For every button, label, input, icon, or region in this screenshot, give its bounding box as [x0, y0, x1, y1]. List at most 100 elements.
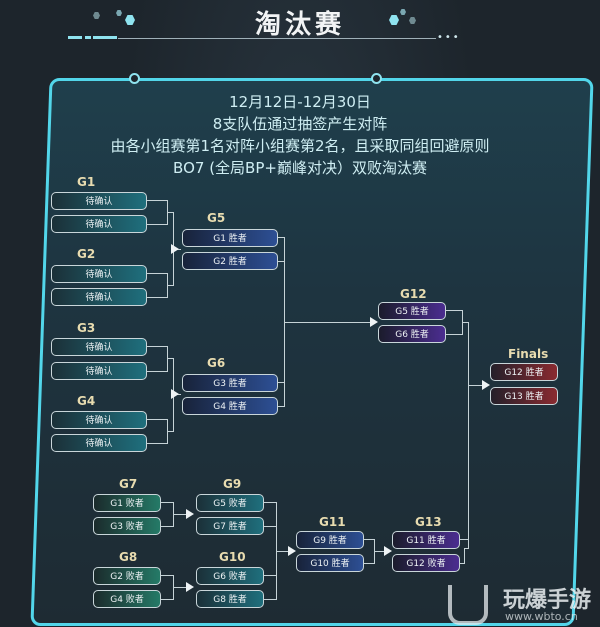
hex-decoration-icon — [125, 15, 135, 25]
arrow-right-icon — [171, 389, 179, 399]
connector-line — [264, 575, 276, 576]
arrow-right-icon — [171, 244, 179, 254]
match-slot-finals-a[interactable]: G12 胜者 — [490, 363, 558, 381]
connector-line — [167, 346, 168, 372]
connector-line — [264, 502, 276, 503]
connector-line — [147, 346, 167, 347]
connector-line — [278, 406, 284, 407]
connector-line — [161, 575, 173, 576]
connector-line — [278, 261, 284, 262]
title-dash-decoration — [85, 36, 91, 39]
arrow-right-icon — [482, 380, 490, 390]
match-label-g2: G2 — [77, 247, 96, 261]
match-label-finals: Finals — [508, 347, 549, 361]
connector-line — [147, 419, 167, 420]
connector-line — [147, 200, 167, 201]
watermark-logo-icon — [448, 585, 488, 625]
connector-line — [278, 382, 284, 383]
match-slot-g9-a[interactable]: G5 败者 — [196, 494, 264, 512]
connector-line — [464, 548, 465, 564]
match-slot-g13-a[interactable]: G11 胜者 — [392, 531, 460, 549]
info-date: 12月12日-12月30日 — [229, 93, 371, 111]
match-slot-g13-b[interactable]: G12 败者 — [392, 554, 460, 572]
match-label-g12: G12 — [400, 287, 427, 301]
match-slot-g8-b[interactable]: G4 败者 — [93, 590, 161, 608]
match-slot-g10-a[interactable]: G6 败者 — [196, 567, 264, 585]
match-slot-g12-b[interactable]: G6 胜者 — [378, 325, 446, 343]
connector-line — [167, 358, 173, 359]
panel-ring-decoration — [371, 73, 382, 84]
match-slot-g1-a[interactable]: 待确认 — [51, 192, 147, 210]
connector-line — [446, 310, 462, 311]
match-slot-g11-b[interactable]: G10 胜者 — [296, 554, 364, 572]
match-slot-g2-b[interactable]: 待确认 — [51, 288, 147, 306]
match-label-g7: G7 — [119, 477, 138, 491]
hex-decoration-icon — [409, 17, 416, 24]
match-label-g9: G9 — [223, 477, 242, 491]
connector-line — [147, 224, 167, 225]
connector-line — [173, 514, 188, 515]
connector-line — [147, 371, 167, 372]
match-label-g13: G13 — [415, 515, 442, 529]
match-slot-g10-b[interactable]: G8 胜者 — [196, 590, 264, 608]
match-slot-g5-b[interactable]: G2 胜者 — [182, 252, 278, 270]
connector-line — [173, 587, 188, 588]
connector-line — [167, 431, 173, 432]
info-format: BO7 (全局BP+巅峰对决）双败淘汰赛 — [173, 159, 427, 177]
info-draw: 8支队伍通过抽签产生对阵 — [212, 115, 388, 133]
match-slot-g4-a[interactable]: 待确认 — [51, 411, 147, 429]
connector-line — [464, 548, 469, 549]
title-dash-decoration — [68, 36, 82, 39]
title-underline — [118, 38, 436, 39]
match-slot-g12-a[interactable]: G5 胜者 — [378, 302, 446, 320]
match-slot-g7-b[interactable]: G3 败者 — [93, 517, 161, 535]
info-seeding: 由各小组赛第1名对阵小组赛第2名，且采取同组回避原则 — [110, 137, 490, 155]
match-slot-g1-b[interactable]: 待确认 — [51, 215, 147, 233]
panel-ring-decoration — [129, 73, 140, 84]
watermark-url: www.wbto.cn — [505, 610, 578, 623]
match-label-g6: G6 — [207, 356, 226, 370]
match-slot-g7-a[interactable]: G1 败者 — [93, 494, 161, 512]
match-slot-g8-a[interactable]: G2 败者 — [93, 567, 161, 585]
connector-line — [161, 599, 173, 600]
connector-line — [364, 539, 374, 540]
match-slot-g2-a[interactable]: 待确认 — [51, 265, 147, 283]
match-label-g4: G4 — [77, 394, 96, 408]
arrow-right-icon — [186, 509, 194, 519]
connector-line — [460, 539, 468, 540]
watermark-name: 玩爆手游 — [503, 588, 592, 613]
connector-line — [462, 322, 468, 323]
connector-line — [161, 502, 173, 503]
match-slot-finals-b[interactable]: G13 胜者 — [490, 387, 558, 405]
match-slot-g6-b[interactable]: G4 胜者 — [182, 397, 278, 415]
connector-line — [147, 273, 167, 274]
connector-line — [446, 334, 462, 335]
match-slot-g9-b[interactable]: G7 胜者 — [196, 517, 264, 535]
match-slot-g3-b[interactable]: 待确认 — [51, 362, 147, 380]
match-label-g1: G1 — [77, 175, 96, 189]
arrow-right-icon — [288, 546, 296, 556]
connector-line — [147, 443, 167, 444]
match-slot-g3-a[interactable]: 待确认 — [51, 338, 147, 356]
match-slot-g5-a[interactable]: G1 胜者 — [182, 229, 278, 247]
match-slot-g4-b[interactable]: 待确认 — [51, 434, 147, 452]
title-dots-decoration: ••• — [437, 32, 461, 43]
connector-line — [460, 563, 464, 564]
arrow-right-icon — [186, 582, 194, 592]
match-label-g5: G5 — [207, 211, 226, 225]
hex-decoration-icon — [389, 15, 399, 25]
connector-line — [167, 212, 173, 213]
connector-line — [147, 297, 167, 298]
match-label-g11: G11 — [319, 515, 346, 529]
page-title: 淘汰赛 — [254, 10, 345, 40]
connector-line — [161, 526, 173, 527]
connector-line — [264, 526, 276, 527]
match-slot-g11-a[interactable]: G9 胜者 — [296, 531, 364, 549]
match-slot-g6-a[interactable]: G3 胜者 — [182, 374, 278, 392]
connector-line — [284, 322, 372, 323]
connector-line — [468, 385, 486, 386]
arrow-right-icon — [384, 546, 392, 556]
connector-line — [167, 285, 173, 286]
match-label-g10: G10 — [219, 550, 246, 564]
title-dash-decoration — [93, 36, 117, 39]
